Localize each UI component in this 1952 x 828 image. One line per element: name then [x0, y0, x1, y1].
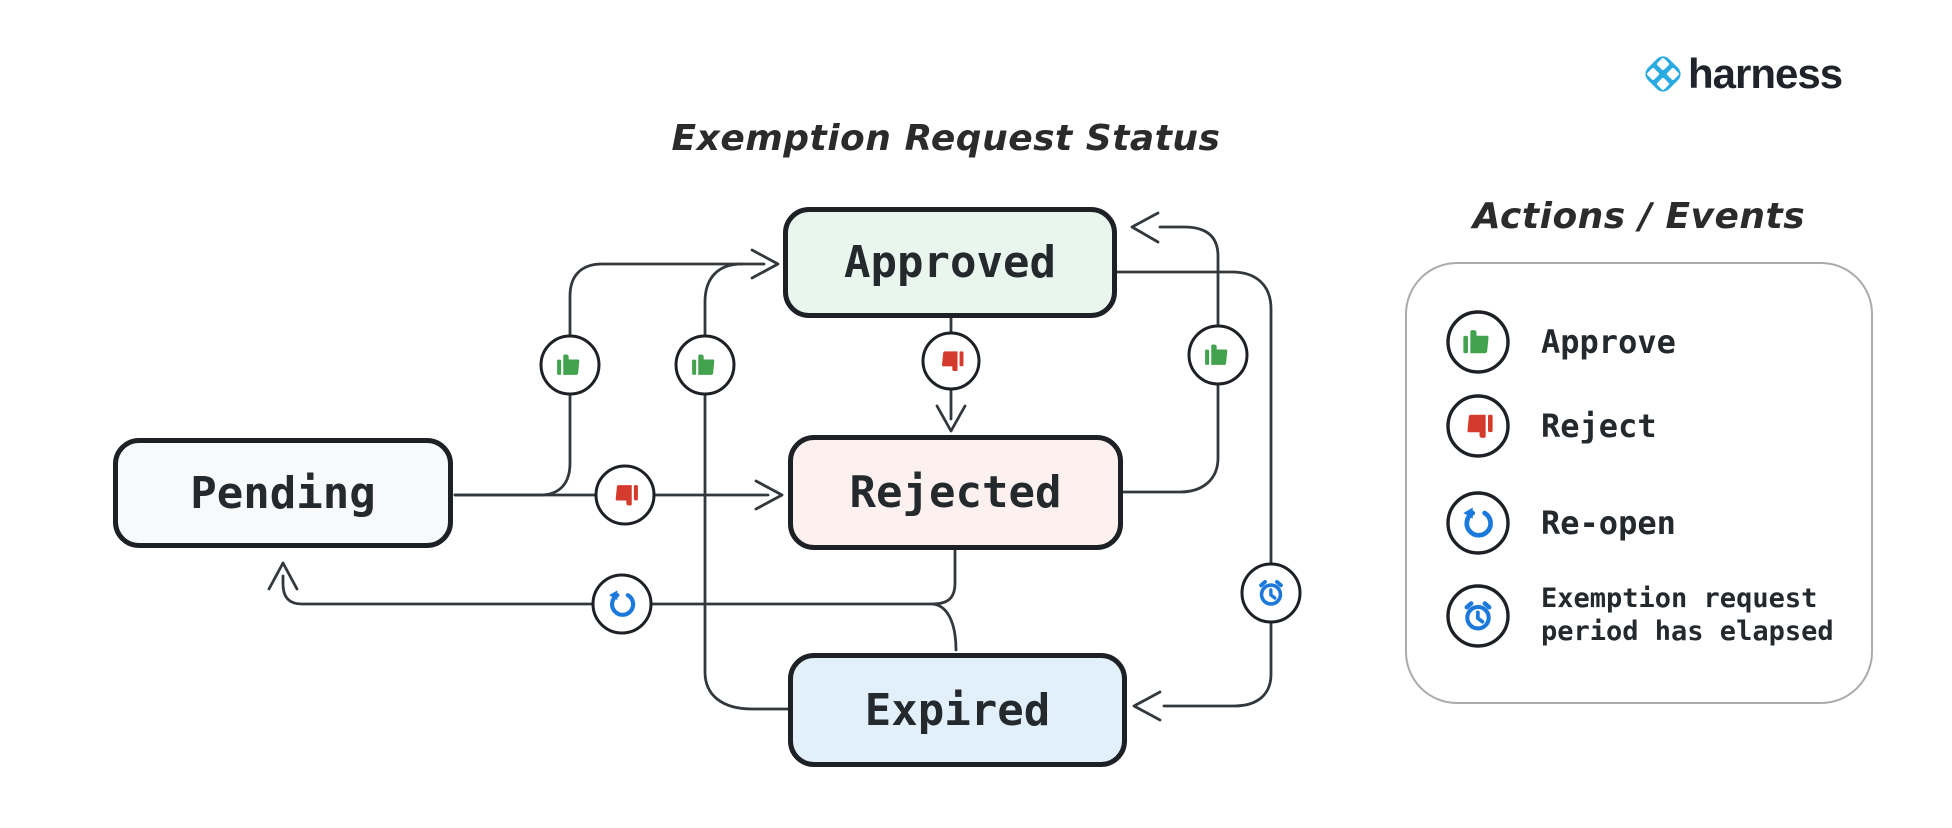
- legend-label-reopen: Re-open: [1541, 504, 1676, 542]
- edge-expired-pending: [931, 602, 958, 652]
- edge-expired-approved: [703, 392, 790, 711]
- edge-pending-approved-top: [568, 262, 766, 338]
- legend-label-approve: Approve: [1541, 323, 1676, 361]
- legend-item-approve: Approve: [1445, 309, 1676, 375]
- arrowhead-into-approved-left: [750, 248, 780, 280]
- state-approved-label: Approved: [844, 237, 1056, 288]
- edge-approved-expired: [1115, 270, 1273, 708]
- arrowhead-into-rejected-left: [754, 479, 784, 511]
- edge-pending-approved: [453, 392, 572, 497]
- arrowhead-into-rejected-top: [935, 404, 967, 433]
- badge-reopen: [591, 573, 653, 635]
- edge-expired-approved-top: [703, 262, 744, 338]
- thumbs-up-icon: [1446, 310, 1510, 374]
- thumbs-down-icon: [1446, 394, 1510, 458]
- arrowhead-into-pending-bottom: [267, 561, 299, 591]
- legend-title: Actions / Events: [1472, 196, 1806, 237]
- legend-item-reopen: Re-open: [1445, 490, 1676, 556]
- harness-logo-icon: [1645, 56, 1681, 92]
- edge-rejected-approved: [1121, 225, 1220, 494]
- harness-logo: harness: [1640, 50, 1843, 98]
- state-approved: Approved: [783, 207, 1117, 318]
- alarm-clock-icon: [1446, 584, 1510, 648]
- reopen-icon: [1446, 491, 1510, 555]
- legend-label-reject: Reject: [1541, 407, 1657, 445]
- state-rejected: Rejected: [788, 435, 1123, 550]
- arrowhead-into-expired-right: [1132, 690, 1162, 722]
- state-pending-label: Pending: [190, 467, 376, 519]
- arrowhead-into-approved-right: [1130, 211, 1160, 244]
- legend-panel: Approve Reject Re-open Exemption request…: [1405, 262, 1873, 704]
- state-pending: Pending: [113, 438, 453, 548]
- diagram-title: Exemption Request Status: [671, 118, 1221, 159]
- state-expired: Expired: [788, 653, 1127, 767]
- state-rejected-label: Rejected: [849, 467, 1062, 518]
- legend-item-reject: Reject: [1445, 393, 1657, 459]
- harness-wordmark: harness: [1688, 50, 1843, 97]
- state-expired-label: Expired: [864, 684, 1051, 736]
- legend-label-elapsed: Exemption request period has elapsed: [1541, 583, 1834, 647]
- legend-item-elapsed: Exemption request period has elapsed: [1445, 583, 1886, 649]
